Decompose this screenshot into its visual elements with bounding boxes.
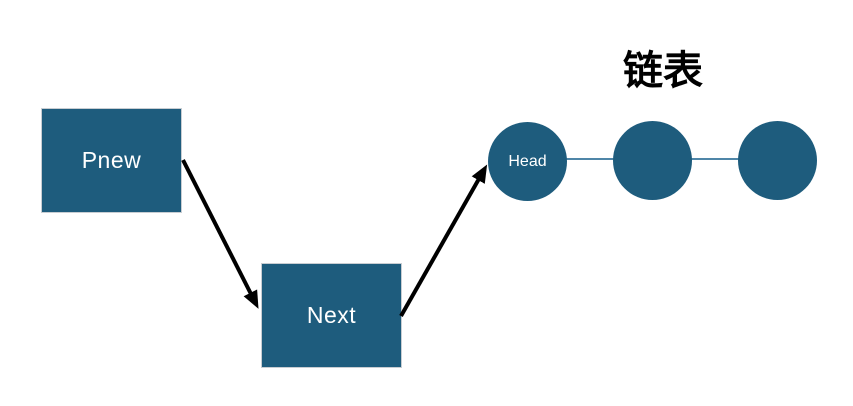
list-node: [738, 121, 817, 200]
pnew-box: Pnew: [41, 108, 182, 213]
next-box: Next: [261, 263, 402, 368]
head-node-label: Head: [508, 152, 547, 170]
pnew-box-label: Pnew: [81, 147, 142, 173]
linked-list-title: 链表: [623, 47, 703, 94]
head-node: Head: [488, 122, 567, 201]
arrow-pnew-to-next: [181, 159, 259, 309]
node-connector: [691, 158, 740, 160]
list-node: [613, 121, 692, 200]
next-box-label: Next: [306, 302, 357, 328]
node-connector: [565, 158, 615, 160]
arrow-next-to-head: [399, 164, 488, 317]
